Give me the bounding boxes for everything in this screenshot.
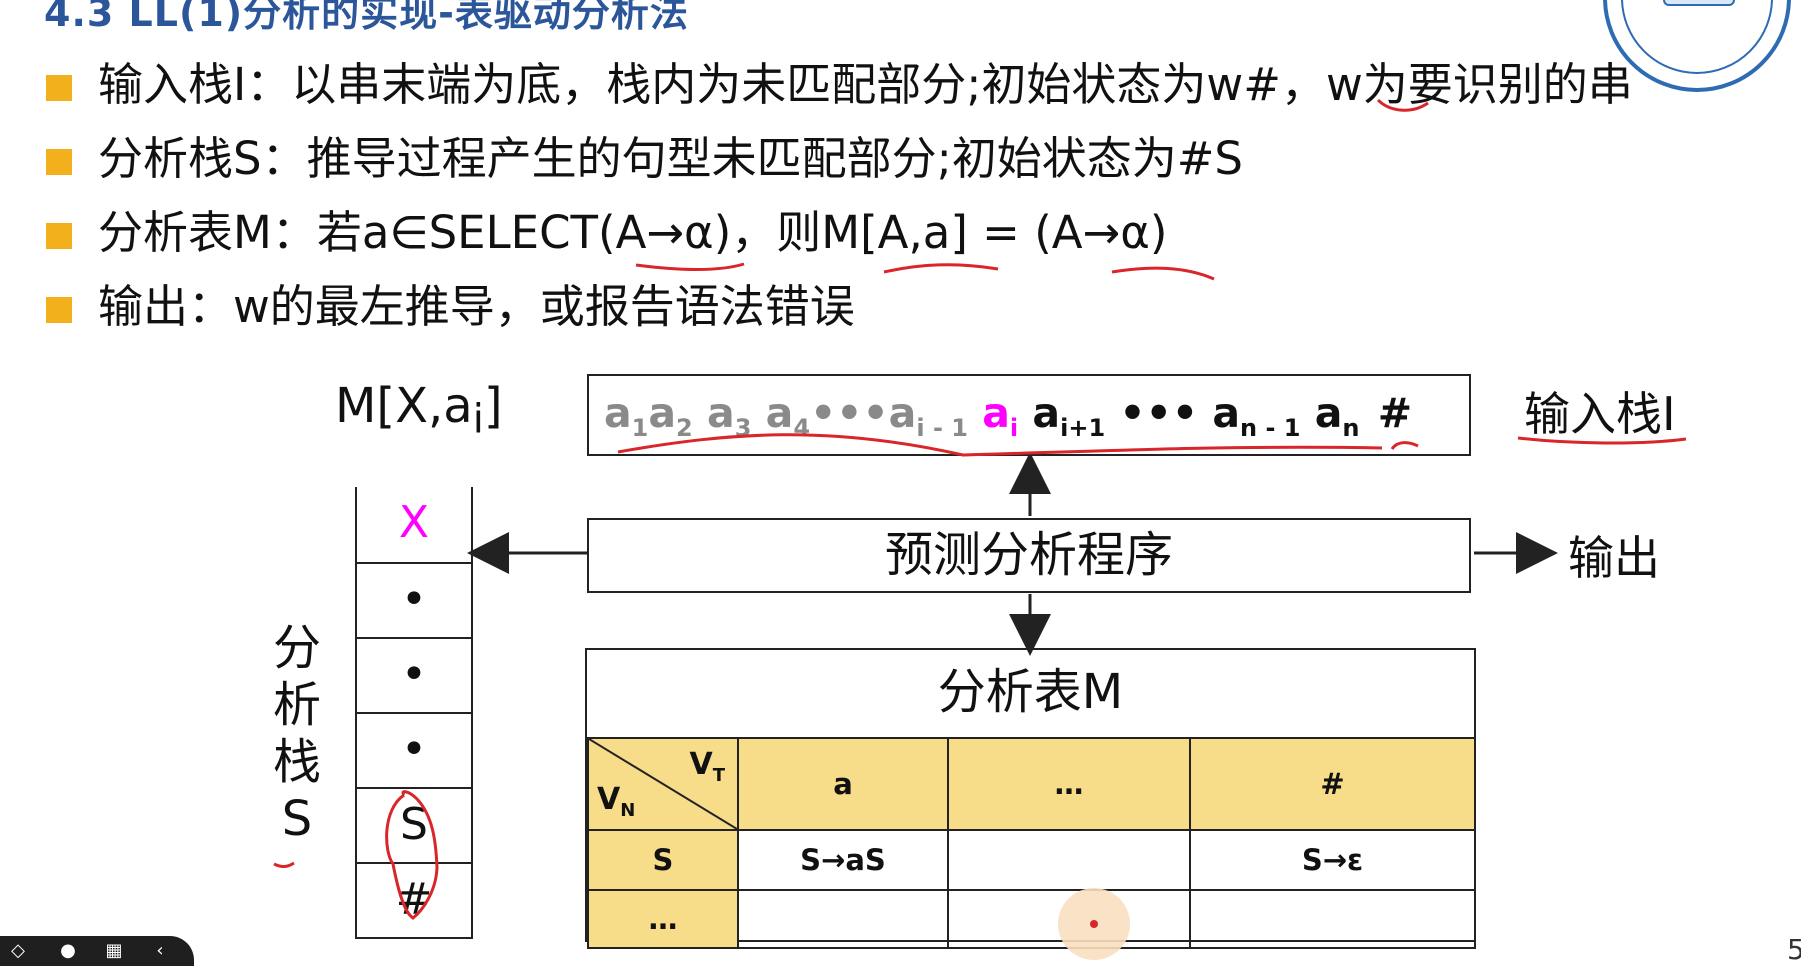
table-header-cell: a bbox=[737, 737, 949, 831]
chat-bubble-icon[interactable]: ● bbox=[60, 940, 76, 961]
bullet-square-icon bbox=[46, 149, 72, 175]
table-cell bbox=[737, 889, 949, 949]
chevron-left-icon[interactable]: ‹ bbox=[156, 940, 164, 961]
input-stack-title: 输入栈I bbox=[1524, 387, 1676, 441]
analysis-stack: X • • • S # bbox=[355, 487, 473, 939]
bullet-square-icon bbox=[46, 75, 72, 101]
parse-table-title: 分析表M bbox=[937, 664, 1124, 720]
parse-table: VT VN a … # S S→aS S→ε … bbox=[587, 737, 1476, 949]
input-symbol-a4: a4 bbox=[751, 389, 811, 442]
input-symbol-a1: a1 bbox=[604, 389, 649, 442]
bullet-item: 输入栈I：以串末端为底，栈内为未匹配部分;初始状态为w#，w为要识别的串 bbox=[46, 48, 1746, 122]
table-row: … bbox=[587, 889, 1476, 949]
output-label: 输出 bbox=[1568, 531, 1660, 585]
bullet-text: 分析栈S：推导过程产生的句型未匹配部分;初始状态为#S bbox=[98, 132, 1243, 185]
parse-table-box: 分析表M VT VN a … # S bbox=[585, 648, 1476, 949]
bullet-item: 输出：w的最左推导，或报告语法错误 bbox=[46, 270, 1746, 344]
predictive-parser-box: 预测分析程序 bbox=[587, 518, 1471, 593]
bullet-item: 分析栈S：推导过程产生的句型未匹配部分;初始状态为#S bbox=[46, 122, 1746, 196]
page-number-fragment: 5 bbox=[1787, 933, 1801, 966]
table-cell: S→ε bbox=[1189, 829, 1476, 891]
bullet-text: 输出：w的最左推导，或报告语法错误 bbox=[98, 280, 855, 333]
table-cell bbox=[1189, 889, 1476, 949]
stack-caption-char: 析 bbox=[272, 677, 321, 733]
bullet-square-icon bbox=[46, 223, 72, 249]
table-row-header: S bbox=[587, 829, 739, 891]
bullet-list: 输入栈I：以串末端为底，栈内为未匹配部分;初始状态为w#，w为要识别的串 分析栈… bbox=[46, 48, 1746, 344]
input-stack-box: a1a2 a3 a4•••ai - 1 ai ai+1 ••• an - 1 a… bbox=[587, 374, 1471, 456]
input-string: a1a2 a3 a4•••ai - 1 ai ai+1 ••• an - 1 a… bbox=[604, 389, 1412, 442]
mx-label-subscript: i bbox=[472, 396, 484, 443]
mx-label-main: M[X,a bbox=[335, 378, 473, 434]
bullet-square-icon bbox=[46, 297, 72, 323]
table-cell: S→aS bbox=[737, 829, 949, 891]
page-title: 4.3 LL(1)分析的实现-表驱动分析法 bbox=[44, 0, 689, 35]
table-cell bbox=[947, 829, 1191, 891]
stack-cell-top: X bbox=[398, 497, 430, 548]
input-symbol-a3: a3 bbox=[692, 389, 752, 442]
input-end-marker: # bbox=[1363, 389, 1413, 437]
stack-cell: S bbox=[357, 787, 471, 862]
stack-cell: • bbox=[357, 637, 471, 712]
stack-caption-underline-annotation bbox=[273, 861, 295, 868]
table-header-cell: … bbox=[947, 737, 1191, 831]
diamond-control-icon[interactable]: ◇ bbox=[11, 940, 25, 961]
input-symbol-a2: a2 bbox=[648, 389, 693, 442]
bullet-text: 分析表M：若a∈SELECT(A→α)，则M[A,a] = (A→α) bbox=[98, 206, 1168, 259]
input-symbol-a-i-plus-1: ai+1 bbox=[1018, 389, 1106, 442]
nonterminal-set-label: VN bbox=[597, 782, 636, 821]
analysis-stack-caption: 分 析 栈 S bbox=[268, 620, 326, 848]
table-cell bbox=[947, 889, 1191, 949]
table-header-row: VT VN a … # bbox=[587, 737, 1476, 831]
mx-label: M[X,ai] bbox=[335, 378, 503, 443]
input-symbol-a-i-minus-1: •••ai - 1 bbox=[810, 389, 968, 442]
stack-caption-char: S bbox=[281, 791, 313, 847]
stack-cell-bottom: # bbox=[357, 862, 471, 937]
table-row-header: … bbox=[587, 889, 739, 949]
terminal-set-label: VT bbox=[689, 747, 726, 786]
stack-caption-char: 分 bbox=[272, 620, 321, 676]
stack-cell: • bbox=[357, 712, 471, 787]
input-symbol-a-i: ai bbox=[967, 389, 1019, 442]
table-header-cell: # bbox=[1189, 737, 1476, 831]
bullet-text: 输入栈I：以串末端为底，栈内为未匹配部分;初始状态为w#，w为要识别的串 bbox=[98, 58, 1633, 111]
input-symbol-a-n: an bbox=[1300, 389, 1360, 442]
stack-cell: • bbox=[357, 562, 471, 637]
bullet-item: 分析表M：若a∈SELECT(A→α)，则M[A,a] = (A→α) bbox=[46, 196, 1746, 270]
mx-label-tail: ] bbox=[483, 378, 503, 434]
stack-caption-char: 栈 bbox=[272, 734, 321, 790]
corner-diagonal-icon bbox=[590, 740, 736, 828]
table-row: S S→aS S→ε bbox=[587, 829, 1476, 891]
grid-icon[interactable]: ▦ bbox=[105, 940, 123, 961]
presentation-control-bar[interactable]: ◇ ● ▦ ‹ bbox=[0, 936, 194, 966]
table-corner-cell: VT VN bbox=[587, 737, 739, 831]
input-symbol-a-n-minus-1: ••• an - 1 bbox=[1105, 389, 1301, 442]
